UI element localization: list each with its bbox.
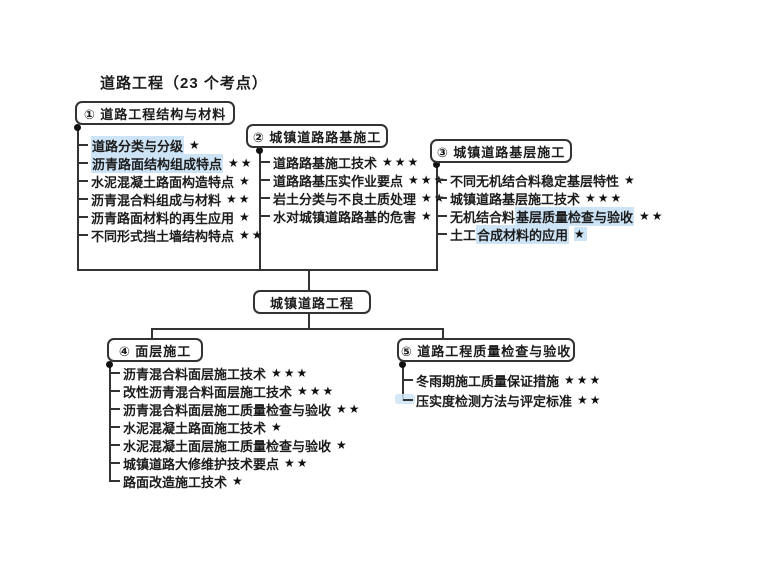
topic-list-3: 不同无机结合料稳定基层特性★ 城镇道路基层施工技术★★★ 无机结合料基层质量检查… xyxy=(437,171,665,244)
topic-item: 城镇道路大修维护技术要点★★ xyxy=(110,454,362,472)
node-dot xyxy=(106,361,113,368)
star-rating: ★★★ xyxy=(585,191,624,205)
topic-item: 无机结合料基层质量检查与验收★★ xyxy=(437,206,665,226)
topic-item: 道路路基压实作业要点★★★ xyxy=(260,171,447,189)
star-rating: ★ xyxy=(574,227,587,241)
topic-item: 冬雨期施工质量保证措施★★★ xyxy=(403,370,603,390)
star-rating: ★★ xyxy=(577,393,603,407)
connector-line xyxy=(259,148,261,270)
star-rating: ★★★ xyxy=(408,173,447,187)
connector-line xyxy=(77,269,438,271)
star-rating: ★★ xyxy=(421,191,447,205)
star-rating: ★★★ xyxy=(271,366,310,380)
star-rating: ★★ xyxy=(228,156,254,170)
star-rating: ★ xyxy=(624,173,637,187)
connector-line xyxy=(308,314,310,329)
topic-item: 岩土分类与不良土质处理★★ xyxy=(260,189,447,207)
connector-line xyxy=(151,328,153,339)
star-rating: ★ xyxy=(421,209,434,223)
star-rating: ★ xyxy=(232,474,245,488)
topic-item: 道路分类与分级★ xyxy=(78,135,265,155)
group-box-surface-construction[interactable]: ④ 面层施工 xyxy=(107,338,203,362)
star-rating: ★★ xyxy=(239,228,265,242)
star-rating: ★★★ xyxy=(382,155,421,169)
star-rating: ★ xyxy=(189,138,202,152)
topic-item: 水泥混凝土路面施工技术★ xyxy=(110,418,362,436)
group-box-label: ① 道路工程结构与材料 xyxy=(83,106,227,122)
topic-list-2: 道路路基施工技术★★★ 道路路基压实作业要点★★★ 岩土分类与不良土质处理★★ … xyxy=(260,153,447,225)
node-dot xyxy=(74,124,81,131)
topic-item: 水对城镇道路路基的危害★ xyxy=(260,207,447,225)
connector-line xyxy=(151,328,444,330)
topic-item: 不同无机结合料稳定基层特性★ xyxy=(437,171,665,189)
center-node-label: 城镇道路工程 xyxy=(269,295,354,311)
topic-list-1: 道路分类与分级★ 沥青路面结构组成特点★★ 水泥混凝土路面构造特点★ 沥青混合料… xyxy=(78,135,265,244)
topic-item: 沥青路面结构组成特点★★ xyxy=(78,153,265,173)
page-title: 道路工程（23 个考点） xyxy=(100,75,268,92)
topic-item: 水泥混凝土路面构造特点★ xyxy=(78,172,265,190)
group-box-label: ③ 城镇道路基层施工 xyxy=(436,144,566,160)
topic-item: 不同形式挡土墙结构特点★★ xyxy=(78,226,265,244)
center-node[interactable]: 城镇道路工程 xyxy=(253,290,371,314)
topic-item: 沥青混合料组成与材料★★ xyxy=(78,190,265,208)
node-dot xyxy=(399,361,406,368)
star-rating: ★★ xyxy=(336,402,362,416)
topic-item: 路面改造施工技术★ xyxy=(110,472,362,490)
topic-item: 压实度检测方法与评定标准★★ xyxy=(403,390,603,410)
group-box-roadbed-construction[interactable]: ② 城镇道路路基施工 xyxy=(246,124,388,148)
topic-item: 沥青混合料面层施工技术★★★ xyxy=(110,364,362,382)
connector-line xyxy=(109,362,111,482)
group-box-label: ⑤ 道路工程质量检查与验收 xyxy=(400,343,572,359)
topic-item: 道路路基施工技术★★★ xyxy=(260,153,447,171)
connector-line xyxy=(308,269,310,291)
topic-item: 改性沥青混合料面层施工技术★★★ xyxy=(110,382,362,400)
topic-item: 沥青路面材料的再生应用★ xyxy=(78,208,265,226)
connector-line xyxy=(77,125,79,270)
star-rating: ★ xyxy=(239,174,252,188)
connector-line xyxy=(402,362,404,401)
topic-item: 水泥混凝土面层施工质量检查与验收★ xyxy=(110,436,362,454)
group-box-label: ② 城镇道路路基施工 xyxy=(252,129,382,145)
node-dot xyxy=(433,161,440,168)
topic-list-4: 沥青混合料面层施工技术★★★ 改性沥青混合料面层施工技术★★★ 沥青混合料面层施… xyxy=(110,364,362,490)
topic-item: 城镇道路基层施工技术★★★ xyxy=(437,189,665,207)
star-rating: ★★★ xyxy=(297,384,336,398)
topic-list-5: 冬雨期施工质量保证措施★★★ 压实度检测方法与评定标准★★ xyxy=(403,370,603,410)
star-rating: ★★ xyxy=(284,456,310,470)
connector-line xyxy=(442,328,444,339)
star-rating: ★★ xyxy=(639,209,665,223)
node-dot xyxy=(256,147,263,154)
star-rating: ★ xyxy=(271,420,284,434)
topic-item: 沥青混合料面层施工质量检查与验收★★ xyxy=(110,400,362,418)
star-rating: ★★ xyxy=(226,192,252,206)
star-rating: ★ xyxy=(336,438,349,452)
group-box-label: ④ 面层施工 xyxy=(118,343,192,359)
group-box-structure-materials[interactable]: ① 道路工程结构与材料 xyxy=(75,101,235,125)
star-rating: ★ xyxy=(239,210,252,224)
group-box-base-construction[interactable]: ③ 城镇道路基层施工 xyxy=(430,139,572,163)
topic-item: 土工合成材料的应用★ xyxy=(437,224,665,244)
group-box-quality-inspection[interactable]: ⑤ 道路工程质量检查与验收 xyxy=(397,338,575,362)
star-rating: ★★★ xyxy=(564,373,603,387)
